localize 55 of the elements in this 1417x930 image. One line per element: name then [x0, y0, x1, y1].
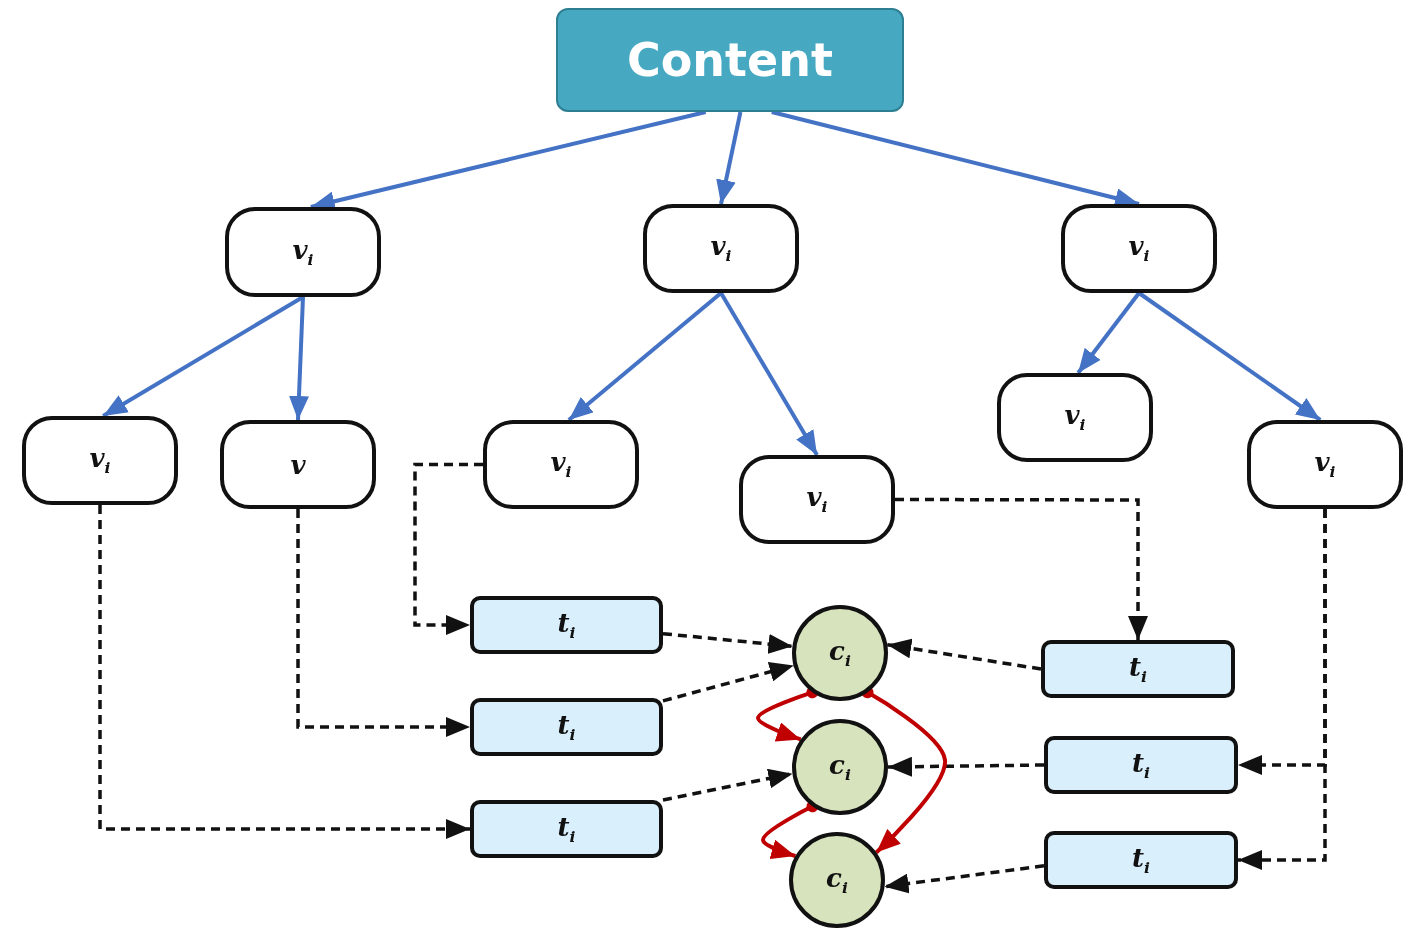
- arrow: [895, 497, 1148, 640]
- arrow: [719, 292, 819, 456]
- arrow: [98, 505, 470, 839]
- term-box: [470, 698, 663, 756]
- node-label: t$_{i}$: [557, 607, 576, 643]
- node-box: [1061, 204, 1217, 293]
- arrow: [884, 864, 1045, 894]
- arrow: [296, 509, 470, 737]
- node-box: [220, 420, 376, 509]
- node-label: t$_{i}$: [557, 811, 576, 847]
- node-label: v$_{i}$: [89, 443, 111, 478]
- arrow: [662, 631, 793, 654]
- node-box: [483, 420, 639, 509]
- node-box: [1247, 420, 1403, 509]
- arrow: [662, 768, 793, 802]
- arrow: [413, 462, 483, 635]
- node-box: [643, 204, 799, 293]
- term-box: [470, 800, 663, 858]
- node-label: v$_{i}$: [292, 234, 314, 270]
- node-label: v$_{i}$: [1064, 400, 1086, 435]
- title-text: Content: [626, 33, 833, 87]
- arrow: [716, 111, 743, 205]
- arrow: [887, 638, 1042, 671]
- node-label: c$_{i}$: [829, 635, 851, 671]
- arrow: [567, 291, 723, 422]
- node-label: v$_{i}$: [550, 447, 572, 482]
- arrow: [1137, 291, 1322, 422]
- node-label: v$_{i}$: [806, 482, 828, 517]
- node-box: [997, 373, 1153, 462]
- arrow: [1076, 291, 1141, 375]
- curved-arrow: [756, 686, 819, 742]
- node-label: v: [290, 449, 306, 480]
- content-box: [556, 8, 904, 112]
- node-label: t$_{i}$: [557, 709, 576, 745]
- node-box: [22, 416, 178, 505]
- node-label: t$_{i}$: [1129, 651, 1147, 687]
- arrow: [289, 296, 309, 421]
- curved-arrow: [761, 800, 819, 859]
- node-label: v$_{i}$: [1128, 231, 1150, 266]
- curved-arrow: [861, 686, 947, 854]
- term-box: [1041, 640, 1235, 698]
- node-label: c$_{i}$: [829, 749, 851, 785]
- arrow: [1238, 509, 1327, 870]
- node-label: c$_{i}$: [826, 862, 848, 898]
- node-label: v$_{i}$: [710, 231, 732, 266]
- arrow: [662, 662, 795, 703]
- term-box: [470, 596, 663, 654]
- node-box: [225, 207, 381, 297]
- term-box: [1044, 736, 1238, 794]
- node-label: t$_{i}$: [1132, 842, 1150, 878]
- node-label: v$_{i}$: [1314, 447, 1336, 482]
- node-box: [739, 455, 895, 544]
- term-box: [1044, 831, 1238, 889]
- arrow: [887, 756, 1045, 777]
- node-label: t$_{i}$: [1132, 747, 1150, 783]
